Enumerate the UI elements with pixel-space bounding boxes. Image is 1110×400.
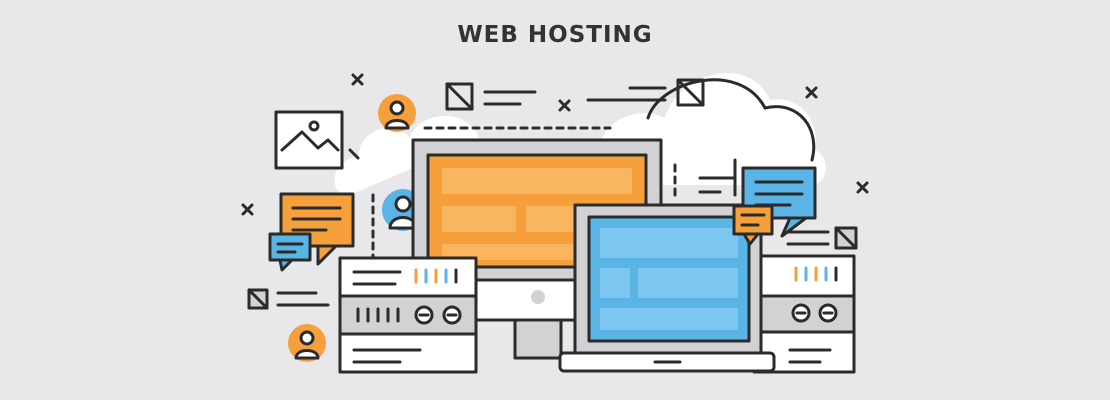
page-title: WEB HOSTING bbox=[457, 22, 653, 48]
chat-bubble-icon bbox=[268, 232, 312, 272]
user-icon bbox=[288, 324, 326, 362]
user-icon bbox=[378, 94, 416, 132]
chat-bubble-icon bbox=[741, 166, 817, 238]
crossed-box-icon bbox=[834, 226, 858, 250]
sitemap-icon bbox=[698, 158, 737, 197]
chat-bubble-icon bbox=[732, 204, 774, 246]
crossed-box-icon bbox=[445, 78, 705, 111]
image-icon bbox=[274, 110, 360, 170]
server-icon bbox=[338, 256, 478, 374]
crossed-box-icon bbox=[247, 288, 269, 310]
close-x-icon bbox=[241, 73, 869, 216]
laptop-icon bbox=[558, 203, 776, 373]
